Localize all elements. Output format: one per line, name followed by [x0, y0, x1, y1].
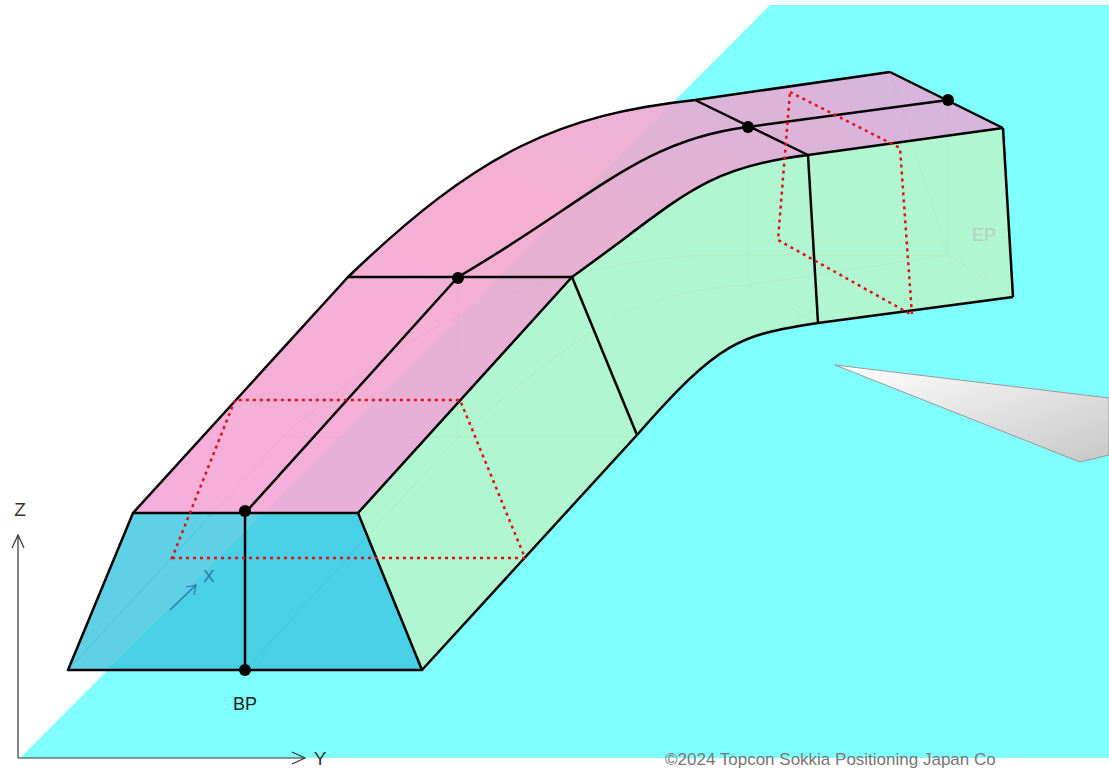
axis-label: Z [14, 500, 26, 521]
watermark: ©2024 Topcon Sokkia Positioning Japan Co [665, 751, 996, 770]
x-axis-arrow [170, 585, 196, 610]
ground-plane [20, 5, 1109, 758]
point-dots [239, 94, 954, 676]
top-face [133, 72, 1003, 513]
point-label: BP [233, 695, 257, 715]
front-face [68, 513, 422, 670]
callout-pointer [835, 365, 1109, 462]
hidden-edges [68, 72, 1013, 670]
point-label: EP [972, 226, 996, 246]
axis-label: Y [314, 749, 327, 770]
axis-label: X [203, 568, 214, 587]
cross-section [172, 92, 912, 558]
outlines [68, 72, 1013, 670]
